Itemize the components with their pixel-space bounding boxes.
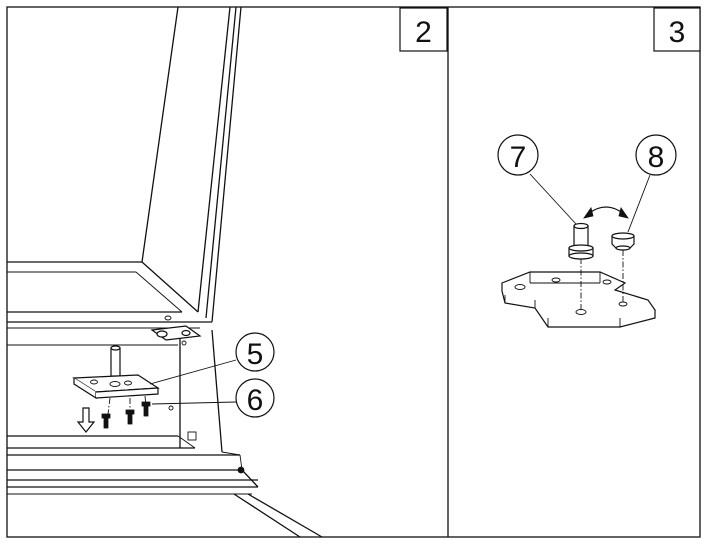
panel-3: 3 — [497, 7, 701, 328]
panel-2: 2 — [7, 6, 448, 538]
callout-7: 7 — [497, 134, 577, 225]
top-hinge-bracket — [150, 315, 202, 411]
callout-6: 6 — [151, 378, 275, 418]
panel-2-step-box: 2 — [399, 7, 448, 52]
panel-2-step-number: 2 — [415, 16, 432, 49]
callout-5-label: 5 — [247, 338, 264, 371]
hinge-cap-8 — [611, 232, 635, 251]
bottom-hinge-bracket — [501, 250, 657, 328]
callout-5: 5 — [149, 332, 275, 385]
down-arrow-icon — [76, 407, 96, 433]
hinge-pin-7 — [568, 222, 594, 260]
callout-7-label: 7 — [510, 141, 527, 174]
callout-8-label: 8 — [648, 141, 665, 174]
panel-3-step-number: 3 — [669, 16, 686, 49]
callout-6-label: 6 — [247, 384, 264, 417]
callout-8: 8 — [627, 134, 677, 233]
screws-6 — [101, 401, 151, 429]
panel-3-step-box: 3 — [653, 7, 701, 52]
hinge-plate — [72, 345, 160, 415]
swap-arrow-icon — [583, 206, 629, 219]
cabinet-door — [7, 6, 323, 538]
